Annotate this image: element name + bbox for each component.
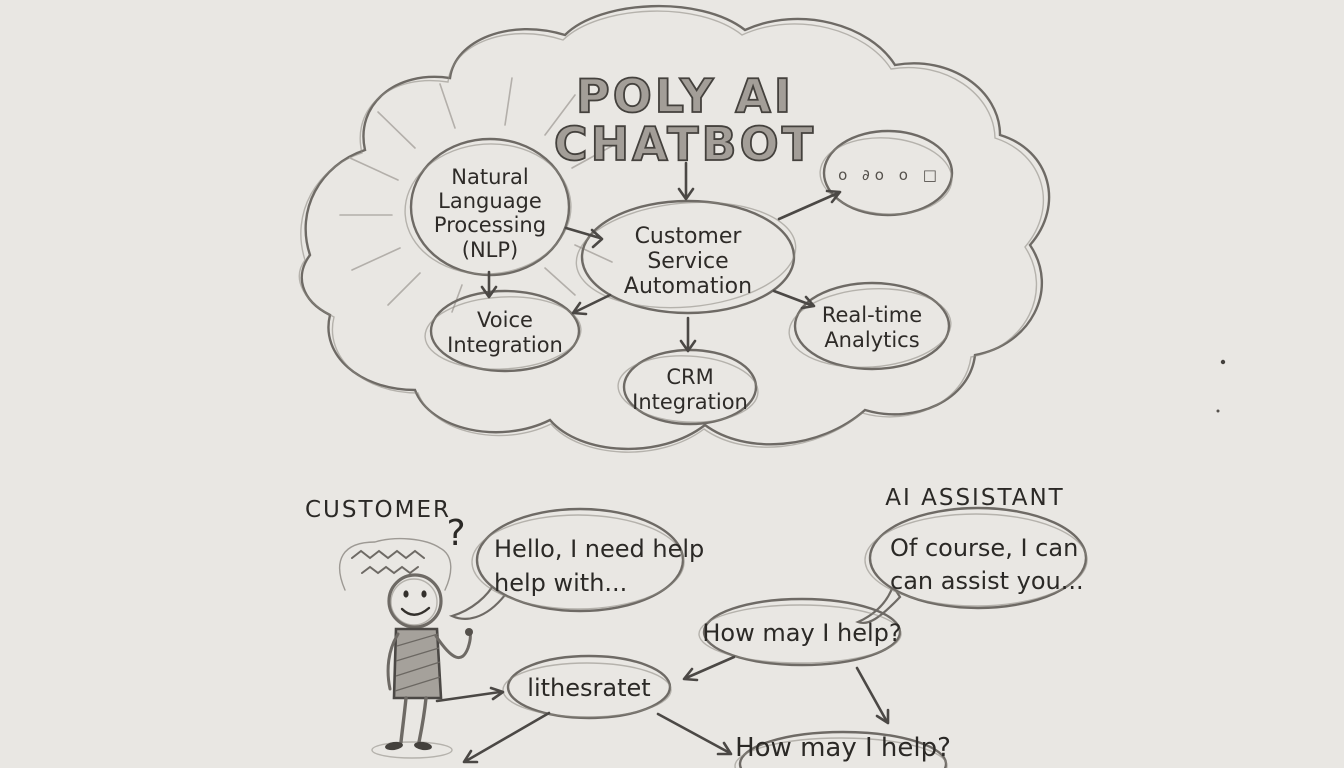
arrow-title-to-automation <box>677 161 695 201</box>
nlp-line-4: (NLP) <box>462 238 518 262</box>
node-voice: Voice Integration <box>424 289 582 373</box>
doodle-glyphs: o ∂o o □ <box>838 166 942 184</box>
figure-hand <box>465 628 473 636</box>
automation-line-3: Automation <box>624 274 752 299</box>
figure-torso-hatching <box>394 633 441 692</box>
figure-arm-left <box>386 632 400 691</box>
figure-shadow <box>371 741 453 759</box>
arrow-automation-to-crm <box>679 316 697 353</box>
prompt-bubble-2: How may I help? <box>734 730 951 768</box>
question-mark: ? <box>446 513 465 554</box>
assistant-bubble-line-1: Of course, I can <box>890 534 1078 562</box>
figure-foot-right <box>414 741 432 751</box>
arrow-automation-to-analytics <box>772 289 816 310</box>
arrow-prompt1-to-prompt2 <box>855 666 890 725</box>
arrow-nlp-to-automation <box>564 226 604 249</box>
customer-bubble-tail <box>448 579 507 620</box>
arrow-nlp-to-voice <box>480 270 498 299</box>
nlp-line-1: Natural <box>451 165 528 189</box>
customer-stick-figure <box>371 573 473 759</box>
prompt-bubble-2-text: How may I help? <box>735 733 951 763</box>
analytics-line-1: Real-time <box>822 303 922 327</box>
automation-line-2: Service <box>647 249 728 274</box>
node-nlp: Natural Language Processing (NLP) <box>404 137 572 277</box>
arrow-automation-to-voice <box>571 293 612 316</box>
flow-node-text: lithesratet <box>527 674 650 702</box>
pencil-specks <box>1216 359 1226 413</box>
customer-speech-bubble: Hello, I need help help with... <box>448 507 704 620</box>
figure-head <box>387 573 443 629</box>
title-line-1: POLY AI <box>576 69 794 123</box>
crm-line-1: CRM <box>666 365 713 389</box>
flow-node-bubble: lithesratet <box>502 654 672 720</box>
analytics-line-2: Analytics <box>824 328 919 352</box>
figure-leg-left <box>399 696 408 744</box>
arrow-flow-node-to-prompt2 <box>656 712 733 756</box>
automation-line-1: Customer <box>635 224 743 249</box>
mindmap-cloud <box>298 4 1051 453</box>
customer-bubble-line-2: help with... <box>494 569 627 597</box>
arrow-automation-to-doodle <box>777 189 842 221</box>
arrow-flow-node-down-left <box>462 711 551 764</box>
node-analytics: Real-time Analytics <box>788 281 952 371</box>
assistant-speech-bubble: Of course, I can can assist you... <box>855 506 1088 625</box>
node-automation: Customer Service Automation <box>575 199 797 315</box>
nlp-line-2: Language <box>438 189 542 213</box>
nlp-sun-rays <box>339 77 613 313</box>
assistant-bubble-line-2: can assist you... <box>890 567 1084 595</box>
prompt-bubble-1: How may I help? <box>698 597 902 667</box>
prompt-bubble-1-text: How may I help? <box>702 619 901 647</box>
cloud-title: POLY AI CHATBOT <box>553 68 816 172</box>
arrow-customer-to-flow-node <box>435 686 505 703</box>
figure-leg-right <box>417 696 428 744</box>
assistant-label: AI ASSISTANT <box>885 485 1064 511</box>
title-line-2: CHATBOT <box>554 117 816 171</box>
cloud-outline-sketch <box>298 10 1045 453</box>
cloud-outline <box>300 4 1051 450</box>
voice-line-1: Voice <box>477 308 533 332</box>
voice-line-2: Integration <box>447 333 563 357</box>
figure-smile <box>400 606 431 616</box>
node-doodle-bubble: o ∂o o □ <box>819 129 954 217</box>
figure-eye-right <box>421 590 427 598</box>
customer-label: CUSTOMER <box>305 497 451 523</box>
thought-squiggles <box>338 537 452 591</box>
nlp-line-3: Processing <box>434 213 546 237</box>
figure-foot-left <box>385 741 403 751</box>
crm-line-2: Integration <box>632 390 748 414</box>
customer-bubble-line-1: Hello, I need help <box>494 535 704 563</box>
figure-eye-left <box>403 590 409 598</box>
arrow-prompt1-to-flow-node <box>682 655 736 682</box>
figure-arm-right <box>434 631 472 660</box>
